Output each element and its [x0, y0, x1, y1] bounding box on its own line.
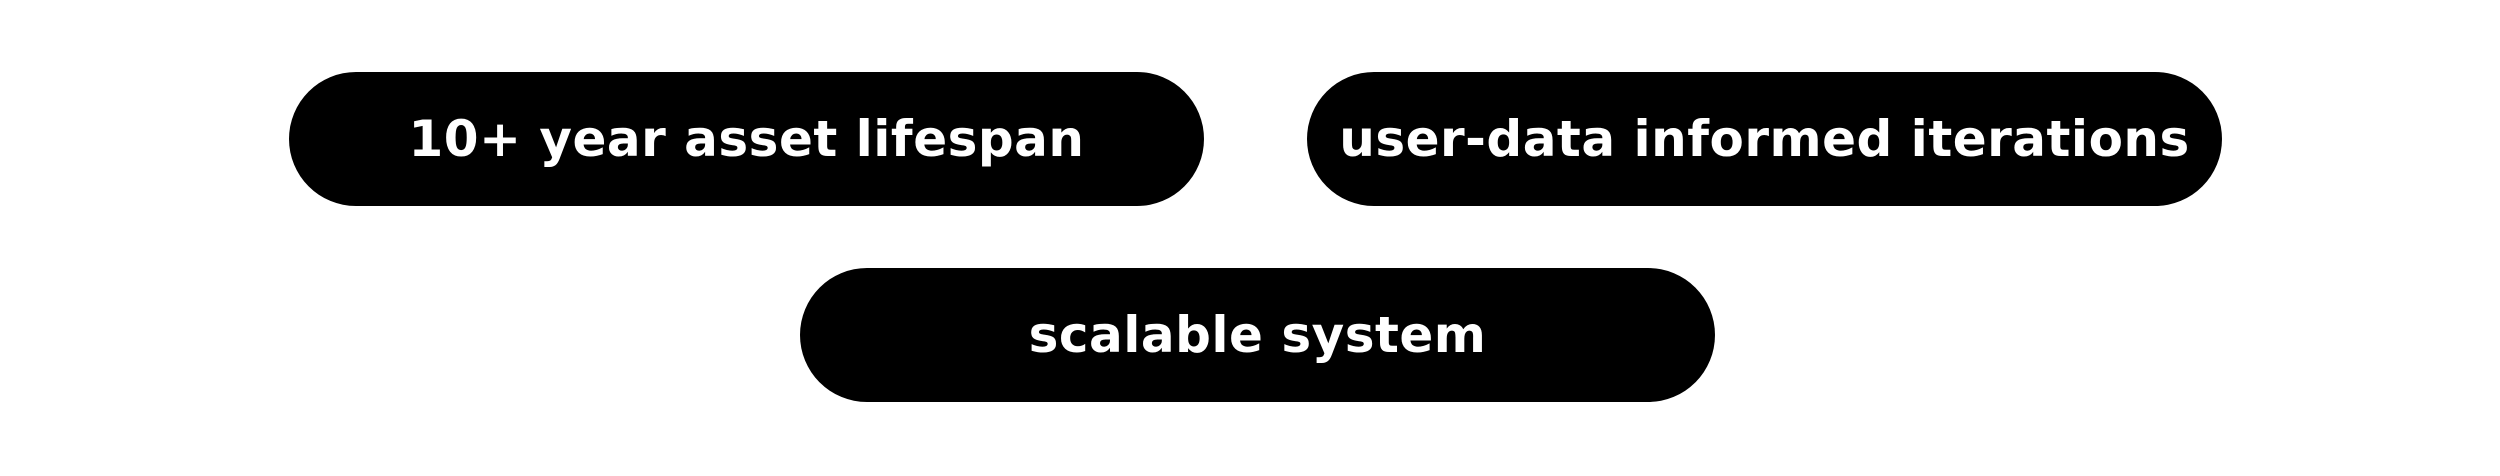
- tag-scalable-system: scalable system: [800, 268, 1715, 402]
- tag-label: user-data informed iterations: [1339, 110, 2190, 168]
- tag-user-data-iterations: user-data informed iterations: [1307, 72, 2222, 206]
- tag-label: scalable system: [1028, 306, 1487, 364]
- tag-label: 10+ year asset lifespan: [408, 110, 1085, 168]
- tag-asset-lifespan: 10+ year asset lifespan: [289, 72, 1204, 206]
